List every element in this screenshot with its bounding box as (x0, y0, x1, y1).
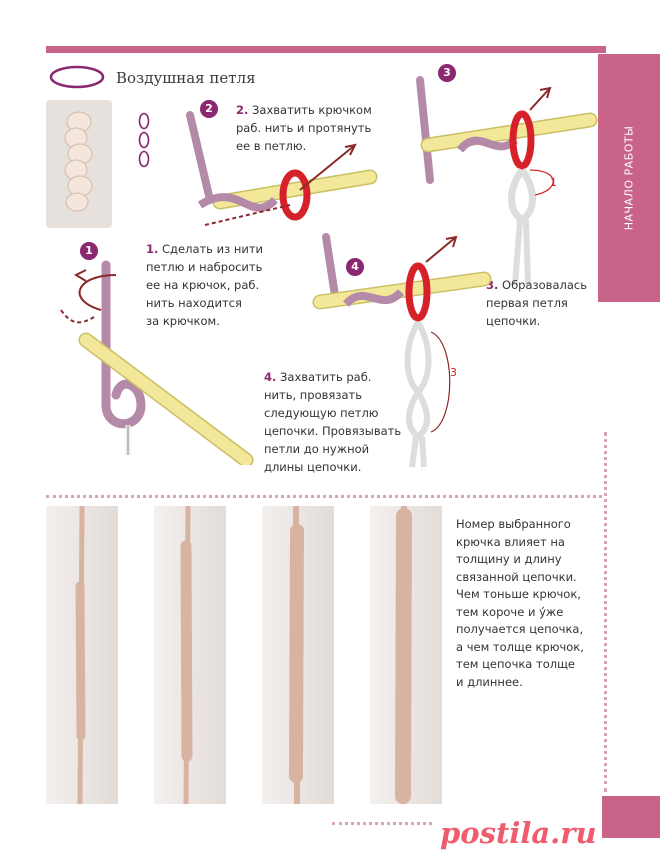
top-accent-bar (46, 46, 606, 53)
step-2-badge: 2 (200, 100, 218, 118)
chain-symbol-icon (138, 112, 150, 168)
side-tab: НАЧАЛО РАБОТЫ (598, 54, 660, 302)
section-title: Воздушная петля (116, 69, 256, 87)
loop-marker-3: 3 (450, 366, 457, 379)
side-dotted-line (604, 432, 607, 792)
footer-dotted-line (332, 822, 432, 825)
step-3-illustration (416, 76, 598, 286)
step-2-text: 2. Захватить крючком раб. нить и протяну… (236, 103, 372, 153)
step-4-illustration (312, 233, 492, 468)
step-4-text: 4. Захватить раб. нить, провязать следую… (264, 370, 402, 474)
step-1-illustration (60, 260, 254, 465)
section-divider (46, 495, 602, 498)
hook-size-note: Номер выбранного крючка влияет на толщин… (456, 517, 584, 689)
step-3-badge: 3 (438, 64, 456, 82)
step-4-badge: 4 (346, 258, 364, 276)
page-number-tab (602, 796, 660, 838)
oval-stitch-icon (49, 65, 105, 89)
step-1-badge: 1 (80, 242, 98, 260)
chain-photo (46, 100, 112, 228)
watermark: postila.ru (440, 816, 597, 850)
side-tab-label: НАЧАЛО РАБОТЫ (622, 125, 636, 231)
step-2-illustration (186, 111, 378, 226)
loop-marker-1: 1 (550, 176, 557, 189)
step-1-text: 1. Сделать из нити петлю и набросить ее … (146, 242, 264, 328)
step-3-text: 3. Образовалась первая петля цепочки. (486, 278, 587, 328)
chain-photos (46, 506, 442, 804)
